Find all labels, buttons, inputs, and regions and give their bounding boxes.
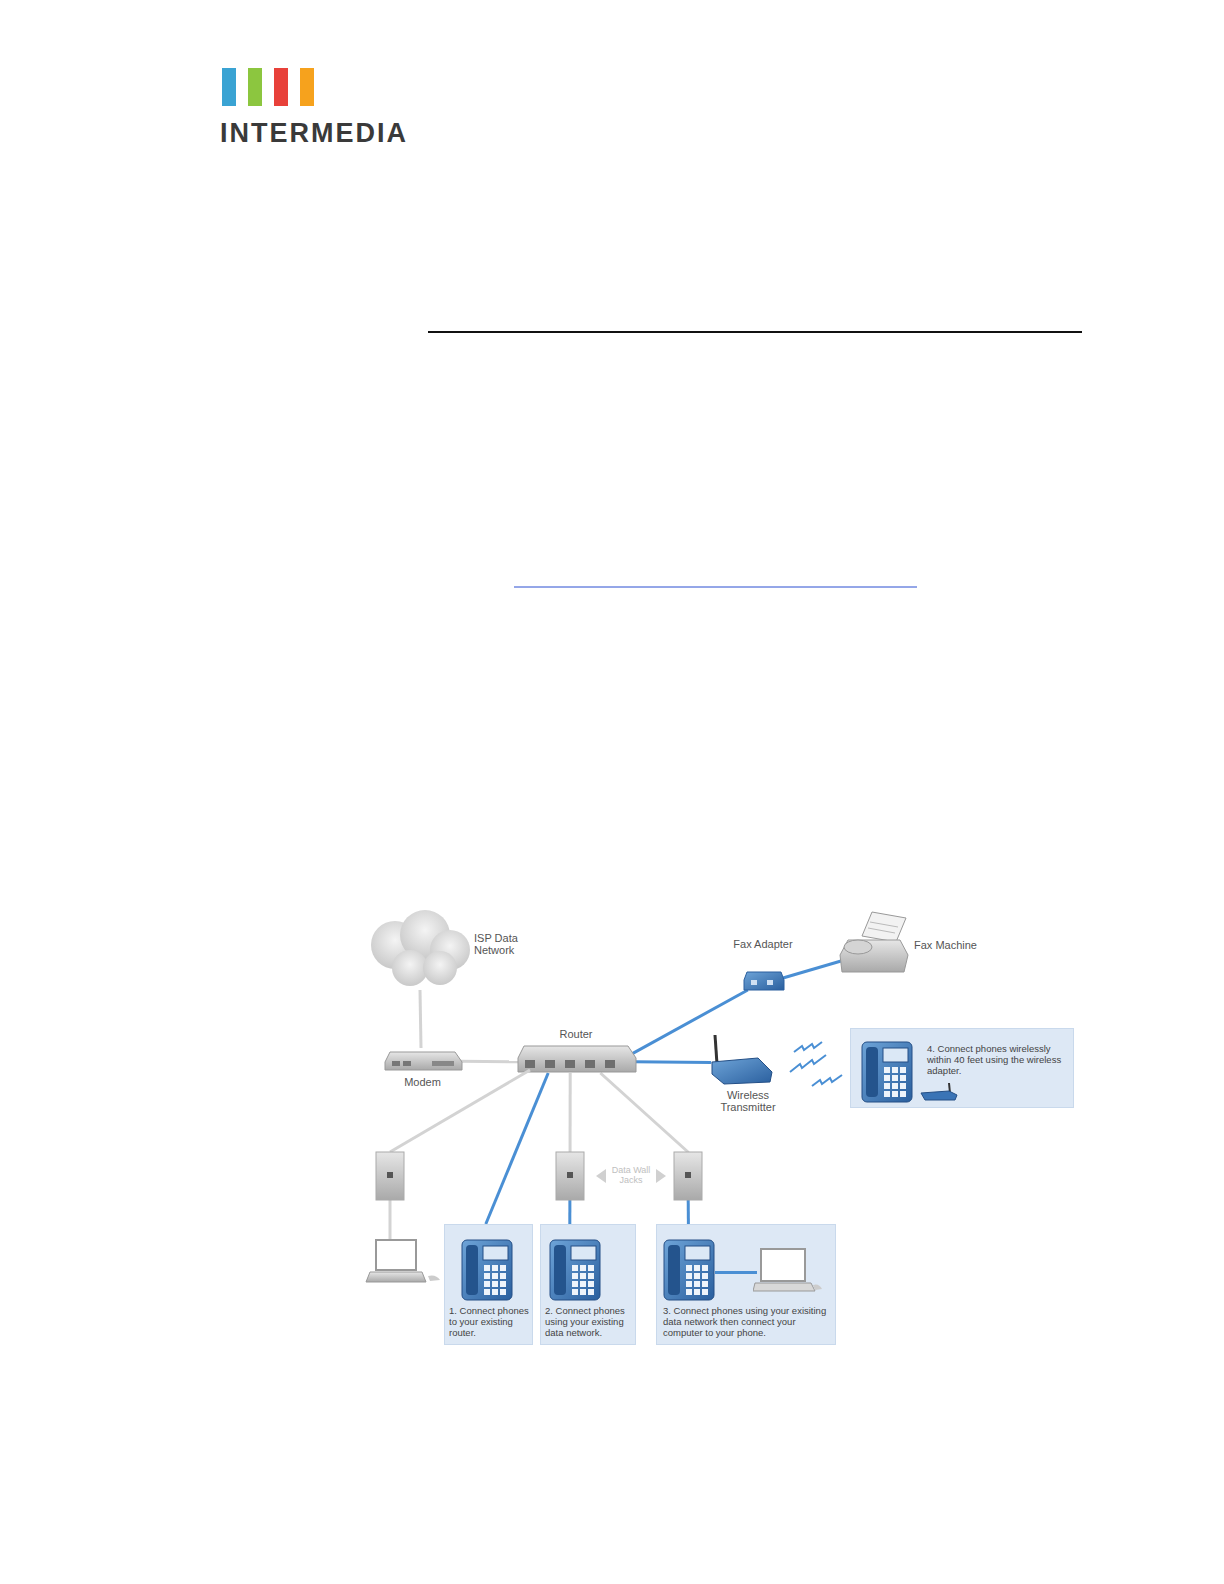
device-node: Router (518, 1045, 634, 1073)
device-node: Fax Machine (840, 912, 910, 975)
wireless-adapter (919, 1081, 959, 1105)
ip-phone (549, 1239, 601, 1305)
ip-phone-icon (549, 1239, 601, 1301)
fax-machine-icon (840, 912, 908, 972)
device-label: Router (518, 1028, 634, 1040)
link-underline (514, 587, 917, 588)
network-cable (460, 1061, 518, 1063)
device-label: Modem (375, 1076, 470, 1088)
device-node: ISP Data Network (370, 912, 470, 990)
computer-icon (366, 1240, 440, 1282)
phone-computer-cable (715, 1271, 757, 1274)
callout-text: 2. Connect phones using your existing da… (545, 1305, 634, 1339)
router-icon (518, 1046, 636, 1072)
device-label: Fax Adapter (703, 938, 823, 950)
network-cable (634, 1061, 711, 1063)
data-wall-jack (376, 1152, 702, 1200)
ip-phone (461, 1239, 513, 1305)
cable-segment (783, 959, 847, 978)
wireless-signal (790, 1042, 842, 1086)
cable-segment (620, 990, 748, 1060)
cable-segment (634, 1060, 711, 1064)
cable-segment (460, 1060, 518, 1064)
logo-bars (222, 68, 314, 106)
network-cable (620, 990, 748, 1060)
ip-phone (663, 1239, 715, 1305)
callout-text: 3. Connect phones using your exisiting d… (663, 1305, 833, 1339)
rule-line (428, 331, 1082, 333)
callout-panel: 3. Connect phones using your exisiting d… (656, 1224, 836, 1345)
callout-text: 1. Connect phones to your existing route… (449, 1305, 531, 1339)
device-node: Modem (385, 1048, 460, 1072)
network-cable (783, 959, 847, 978)
logo-wordmark: INTERMEDIA (220, 119, 408, 149)
callout-panel: 4. Connect phones wirelessly within 40 f… (850, 1028, 1074, 1108)
device-label: Fax Machine (914, 939, 1004, 951)
computer-icon (753, 1247, 823, 1293)
callout-panel: 1. Connect phones to your existing route… (444, 1224, 533, 1345)
network-cable (486, 1073, 548, 1224)
wireless-transmitter-icon (712, 1035, 772, 1084)
callout-panel: 2. Connect phones using your existing da… (540, 1224, 636, 1345)
device-node: Wireless Transmitter (708, 1035, 772, 1085)
cloud-icon (371, 910, 470, 986)
cable-segment (420, 990, 421, 1048)
ip-phone (861, 1041, 913, 1107)
device-label: ISP Data Network (474, 932, 536, 956)
network-cable (600, 1073, 688, 1224)
ip-phone-icon (861, 1041, 913, 1103)
network-cable (569, 1073, 570, 1224)
device-node: Fax Adapter (743, 970, 783, 990)
wireless-adapter-icon (919, 1081, 959, 1101)
device-label: Wireless Transmitter (713, 1089, 783, 1113)
ip-phone-icon (461, 1239, 513, 1301)
network-cable (420, 990, 421, 1048)
computer (753, 1247, 823, 1297)
fax-adapter-icon (744, 972, 784, 990)
modem-icon (385, 1052, 462, 1070)
callout-text: 4. Connect phones wirelessly within 40 f… (927, 1043, 1067, 1077)
cable-segment (486, 1073, 548, 1224)
group-label: Data Wall Jacks (607, 1166, 655, 1186)
network-cable (390, 1070, 530, 1240)
ip-phone-icon (663, 1239, 715, 1301)
